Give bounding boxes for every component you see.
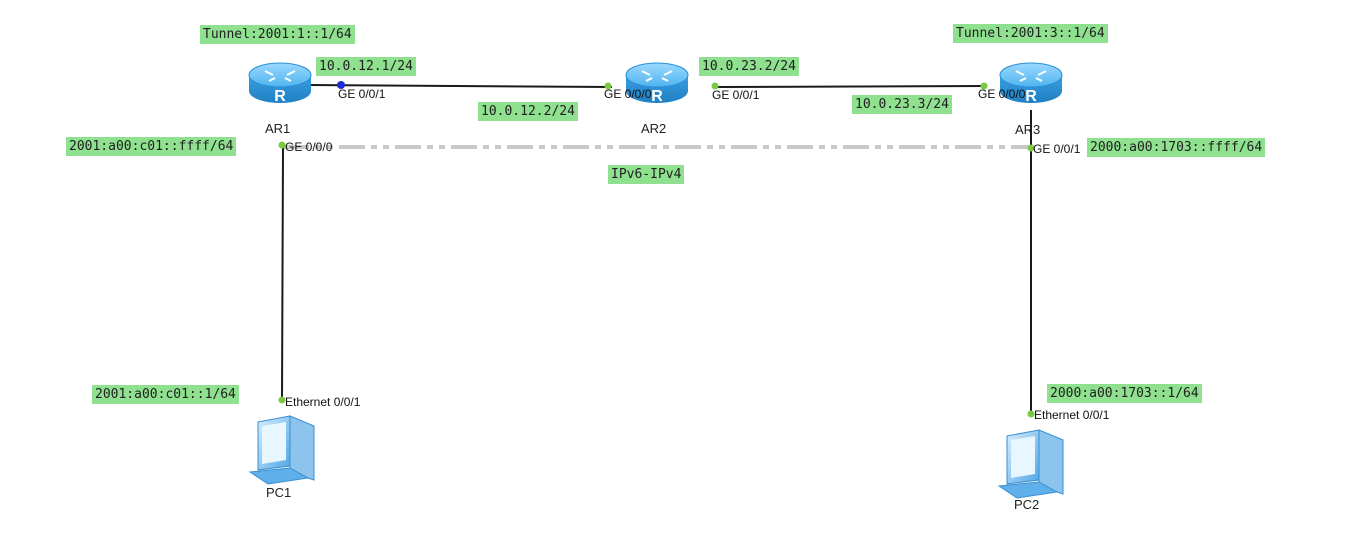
link-ar2-ar3[interactable]: [711, 85, 986, 88]
port-label-ar3-ge001: GE 0/0/1: [1033, 142, 1081, 156]
port-label-pc2-eth: Ethernet 0/0/1: [1034, 408, 1110, 422]
port-dot-ar1-ge000[interactable]: [278, 141, 286, 149]
device-name-ar3: AR3: [1015, 122, 1041, 137]
port-label-ar2-ge000: GE 0/0/0: [604, 87, 652, 101]
ip-label-ar2-ge000: 10.0.12.2/24: [478, 102, 578, 121]
port-dot-ar2-ge000[interactable]: [604, 82, 612, 90]
device-name-pc1: PC1: [266, 485, 292, 500]
router-icon[interactable]: R: [999, 62, 1063, 105]
svg-text:R: R: [274, 88, 286, 105]
ip-label-ar3-ge000: 10.0.23.3/24: [852, 95, 952, 114]
device-name-pc2: PC2: [1014, 497, 1040, 512]
tunnel-type-label: IPv6-IPv4: [608, 165, 685, 184]
port-dot-ar1-ge001[interactable]: [337, 81, 345, 89]
port-dot-ar2-ge001[interactable]: [711, 82, 719, 90]
svg-text:R: R: [1025, 88, 1037, 105]
ipv6-label-ar1-ge000: 2001:a00:c01::ffff/64: [66, 137, 237, 156]
device-name-ar2: AR2: [641, 121, 667, 136]
tunnel-label-ar1: Tunnel:2001:1::1/64: [200, 25, 355, 44]
port-dot-pc2-eth[interactable]: [1027, 410, 1035, 418]
ipv6-label-pc1: 2001:a00:c01::1/64: [92, 385, 239, 404]
port-dot-pc1-eth[interactable]: [278, 396, 286, 404]
port-dot-ar3-ge001[interactable]: [1027, 144, 1035, 152]
pc-icon[interactable]: [248, 415, 315, 485]
pc-icon[interactable]: [997, 429, 1064, 499]
svg-text:R: R: [651, 88, 663, 105]
port-dot-ar3-ge000[interactable]: [980, 82, 988, 90]
link-ar1-pc1[interactable]: [281, 146, 284, 401]
port-label-pc1-eth: Ethernet 0/0/1: [285, 395, 361, 409]
router-icon[interactable]: R: [248, 62, 312, 105]
tunnel-label-ar3: Tunnel:2001:3::1/64: [953, 24, 1108, 43]
ipv6-label-ar3-ge001: 2000:a00:1703::ffff/64: [1087, 138, 1266, 157]
ip-label-ar1-ge001: 10.0.12.1/24: [316, 57, 416, 76]
port-label-ar2-ge001: GE 0/0/1: [712, 88, 760, 102]
device-name-ar1: AR1: [265, 121, 291, 136]
port-label-ar3-ge000: GE 0/0/0: [978, 87, 1026, 101]
port-label-ar1-ge000: GE 0/0/0: [285, 140, 333, 154]
ipv6-label-pc2: 2000:a00:1703::1/64: [1047, 384, 1202, 403]
link-ar1-ar2[interactable]: [307, 84, 613, 88]
router-icon[interactable]: R: [625, 62, 689, 105]
ip-label-ar2-ge001: 10.0.23.2/24: [699, 57, 799, 76]
port-label-ar1-ge001: GE 0/0/1: [338, 87, 386, 101]
